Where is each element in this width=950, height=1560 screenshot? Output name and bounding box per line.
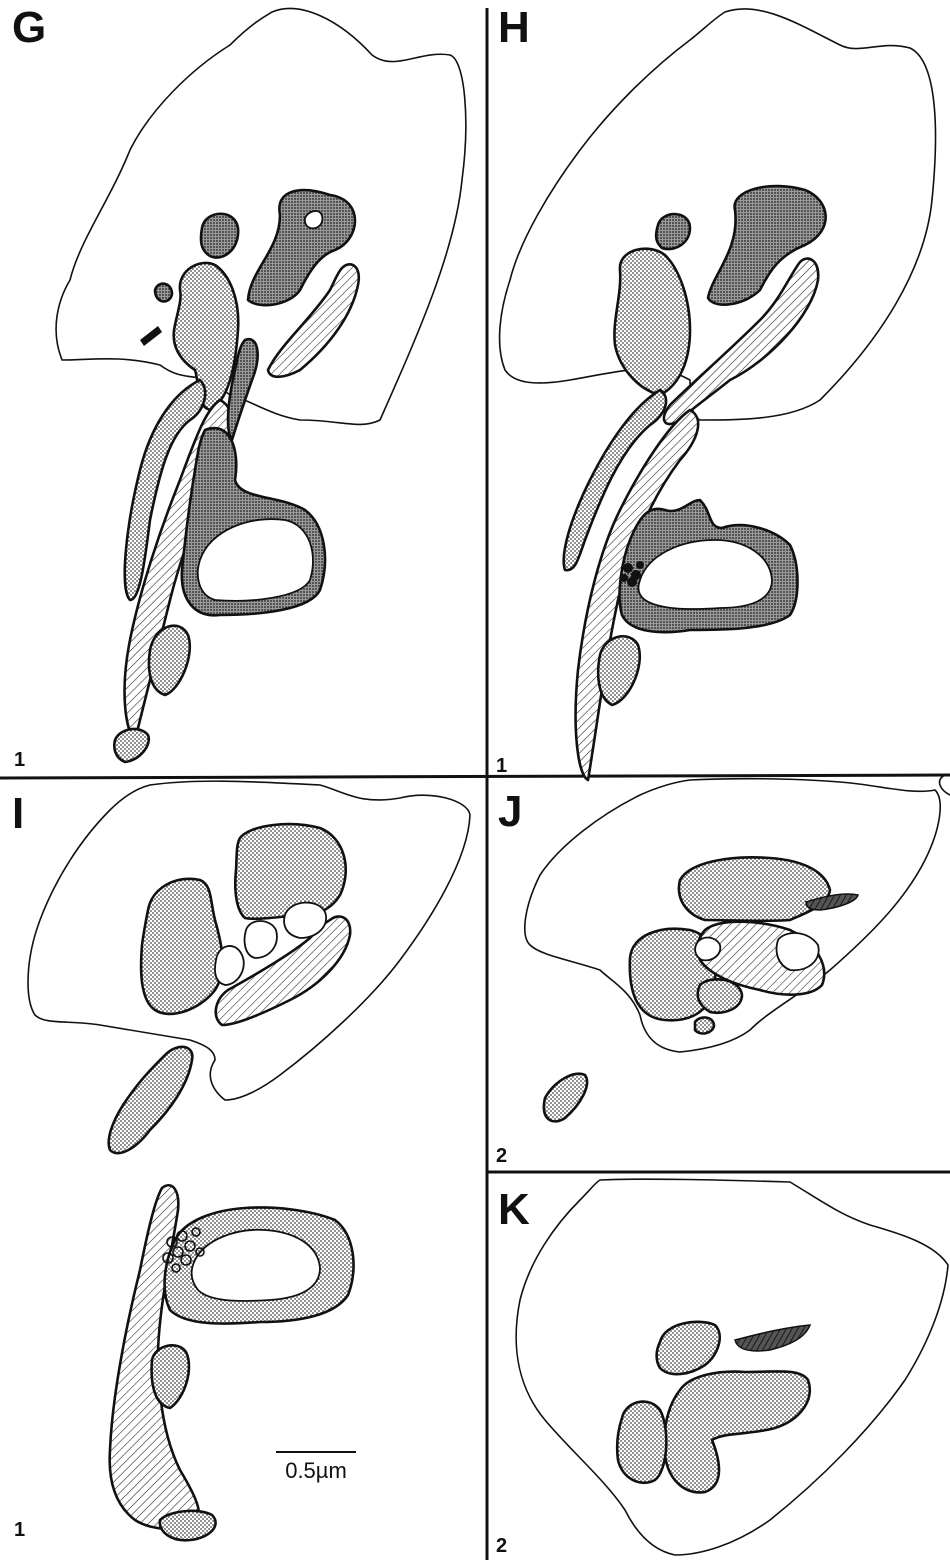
organelle-light-small [598,636,640,705]
panel-g [56,9,466,762]
organelle-dark-small [656,214,690,249]
organelle-light-large [235,824,345,919]
organelle-elongated [109,1047,193,1153]
organelle-light-tiny [695,1017,714,1033]
scale-bar-label: 0.5µm [285,1458,347,1483]
series-number-h: 1 [496,755,507,777]
panel-i: 0.5µm [28,781,470,1540]
organelle-light-left [141,879,223,1014]
series-number-k: 2 [496,1535,507,1557]
organelle-light-top [679,857,830,921]
panel-label-i: I [12,789,24,838]
organelle-light-curve [664,1371,809,1492]
panel-k [516,1179,948,1555]
cell-outline [516,1179,948,1555]
series-number-i: 1 [14,1519,25,1541]
hole-a [695,938,720,961]
hole-a [215,946,244,985]
organelle-light-bottom [160,1511,216,1540]
mark-dark [735,1325,810,1351]
vacuole-hole [305,211,323,228]
panel-j [525,775,950,1121]
organelle-light-mid [698,979,742,1012]
organelle-light-small [152,1345,189,1408]
panel-label-j: J [498,787,522,836]
organelle-dark-small [201,214,238,258]
organelle-elongated [544,1074,587,1122]
organelle-light [614,249,690,395]
organelle-light-small [149,626,190,695]
series-number-j: 2 [496,1145,507,1167]
panel-h [500,9,936,780]
organelle-tiny [155,284,172,302]
panel-label-h: H [498,3,530,52]
hole-b [777,933,819,970]
organelle-light-left [617,1402,666,1483]
cell-outline [56,9,466,425]
cell-outline-cap [940,775,950,795]
series-number-g: 1 [14,749,25,771]
panel-label-k: K [498,1185,530,1234]
cell-outline [500,9,936,420]
mark-bar [140,326,162,346]
organelle-light-bottom [114,729,148,762]
panel-label-g: G [12,3,46,52]
hole-b [245,921,277,958]
organelle-light-top [657,1322,720,1374]
scale-bar: 0.5µm [276,1452,356,1483]
